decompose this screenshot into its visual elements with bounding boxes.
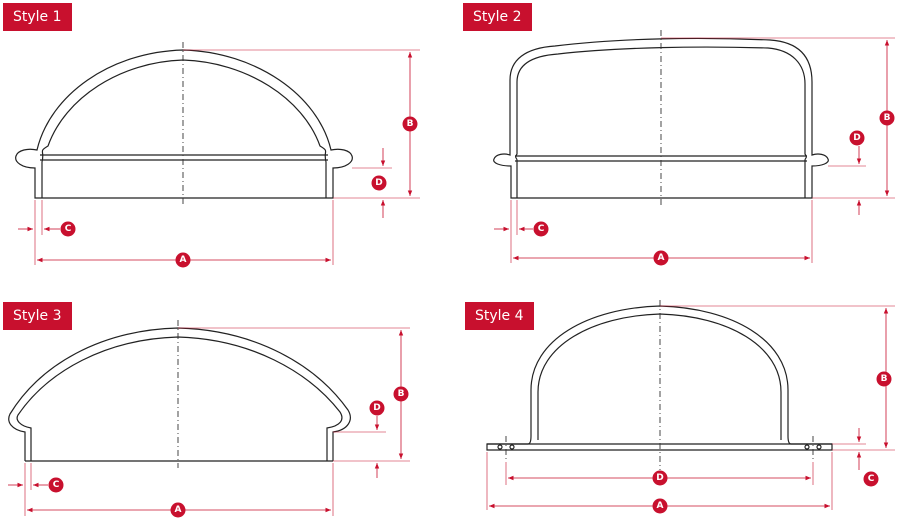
svg-text:D: D: [373, 403, 380, 413]
style-3-label: Style 3: [3, 302, 72, 330]
style-2-dimension-d: D: [849, 130, 865, 146]
style-4-dimension-b: B: [876, 371, 892, 387]
style-1-inner-outline: [41, 59, 327, 198]
style-2-diagram: B D C A: [493, 30, 895, 266]
style-3-dimension-c: C: [48, 477, 64, 493]
style-2-dimension-b: B: [879, 110, 895, 126]
style-3-dimension-b: B: [393, 386, 409, 402]
style-4-diagram: B C D A: [486, 300, 895, 514]
style-4-inner-outline: [537, 313, 782, 440]
style-1-diagram: B D C A: [15, 42, 420, 268]
style-3-dimension-d: D: [369, 400, 385, 416]
style-2-dimension-a: A: [653, 250, 669, 266]
svg-text:C: C: [868, 474, 875, 484]
style-1-dimension-c: C: [60, 221, 76, 237]
style-3-outline: [8, 327, 351, 461]
style-2-outline: [493, 37, 829, 199]
style-1-dimension-d: D: [371, 175, 387, 191]
svg-text:A: A: [175, 505, 182, 515]
svg-text:D: D: [853, 133, 860, 143]
style-4-dimension-c: C: [863, 471, 879, 487]
svg-text:A: A: [657, 501, 664, 511]
svg-text:A: A: [180, 255, 187, 265]
style-3-diagram: B D C A: [8, 320, 410, 518]
style-4-dimension-d: D: [652, 470, 668, 486]
style-4-outline: [486, 305, 833, 451]
svg-text:C: C: [65, 224, 72, 234]
svg-text:B: B: [884, 113, 891, 123]
style-4-label: Style 4: [465, 302, 534, 330]
svg-text:B: B: [407, 119, 414, 129]
style-3-inner-outline: [16, 336, 343, 461]
style-4-dimension-a: A: [652, 498, 668, 514]
svg-text:B: B: [398, 389, 405, 399]
style-1-dimension-a: A: [175, 252, 191, 268]
svg-text:A: A: [658, 253, 665, 263]
style-1-dimension-b: B: [402, 116, 418, 132]
style-2-label: Style 2: [463, 3, 532, 31]
style-3-dimension-a: A: [170, 502, 186, 518]
svg-text:C: C: [53, 480, 60, 490]
style-2-dimension-c: C: [533, 221, 549, 237]
style-1-outline: [15, 49, 353, 199]
svg-text:D: D: [656, 473, 663, 483]
svg-text:D: D: [375, 178, 382, 188]
style-1-label: Style 1: [3, 3, 72, 31]
svg-text:B: B: [881, 374, 888, 384]
svg-text:C: C: [538, 224, 545, 234]
